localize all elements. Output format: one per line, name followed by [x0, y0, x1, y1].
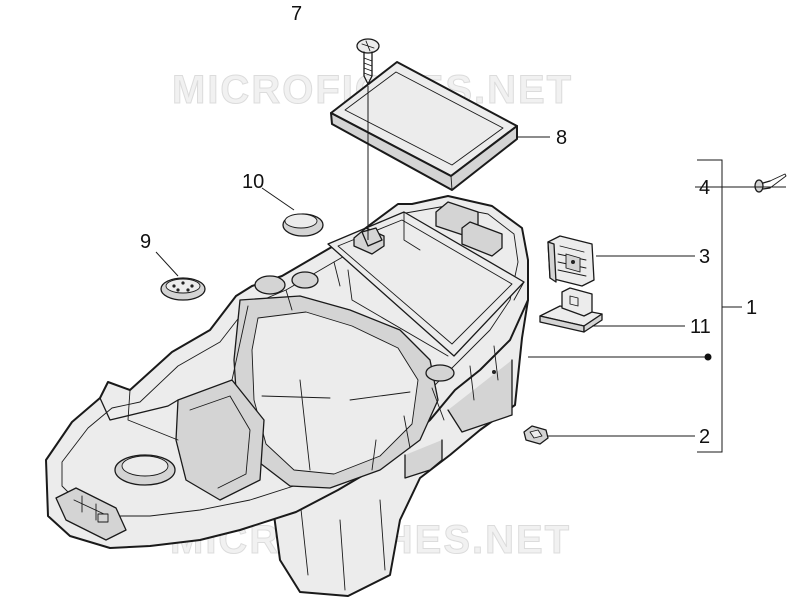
callout-9: 9 — [140, 231, 151, 253]
part-10-plug — [282, 213, 324, 237]
part-4-pin — [754, 173, 787, 193]
part-8-cover — [330, 61, 518, 191]
part-1-helmet-compartment — [45, 195, 529, 597]
leader-lines — [155, 86, 786, 453]
part-9-grommet — [160, 277, 206, 301]
callout-10: 10 — [242, 171, 264, 193]
callout-2: 2 — [699, 426, 710, 448]
callout-3: 3 — [699, 246, 710, 268]
part-11-bracket — [539, 287, 603, 333]
callout-11: 11 — [690, 316, 711, 338]
part-3-clip — [547, 235, 595, 287]
callout-8: 8 — [556, 127, 567, 149]
part-2-nut — [523, 425, 549, 445]
callout-1: 1 — [746, 297, 757, 319]
callout-7: 7 — [291, 3, 302, 25]
callout-4: 4 — [699, 177, 710, 199]
